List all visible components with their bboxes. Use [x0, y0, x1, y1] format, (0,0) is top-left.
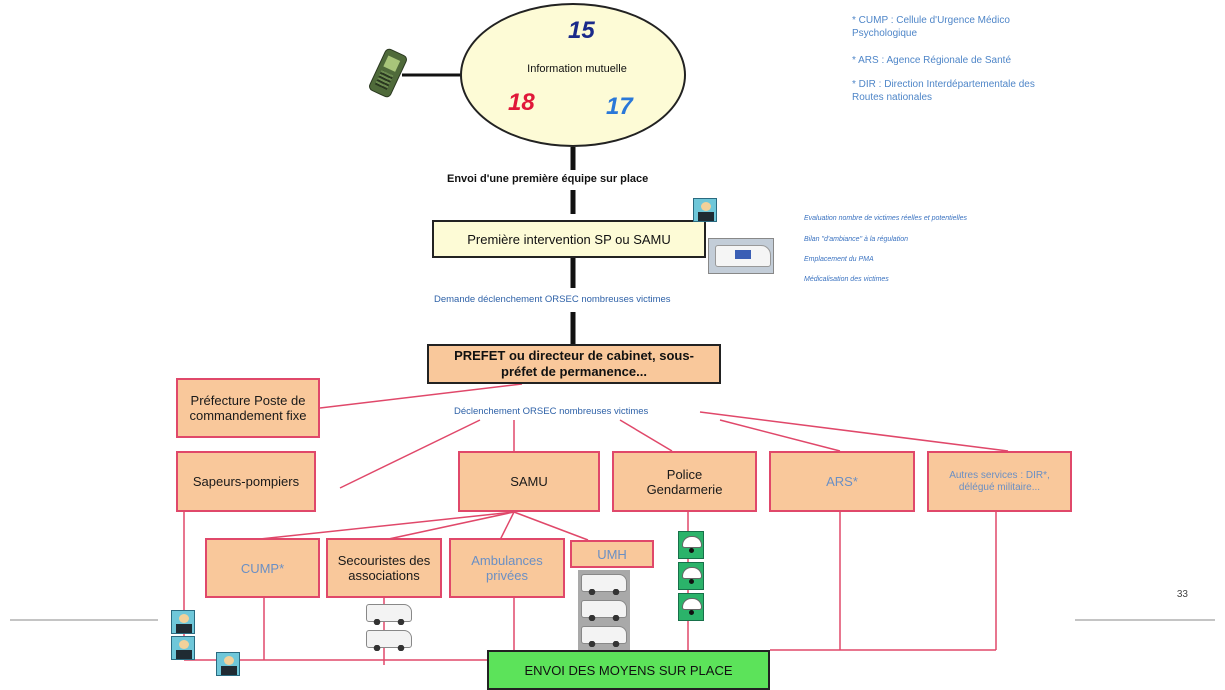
autres-services-box: Autres services : DIR*, délégué militair… — [927, 451, 1072, 512]
information-label: Information mutuelle — [527, 63, 627, 75]
side-note-2: Bilan "d'ambiance" à la régulation — [804, 236, 908, 243]
envoi-moyens-box: ENVOI DES MOYENS SUR PLACE — [487, 650, 770, 690]
sapeurs-pompiers-box: Sapeurs-pompiers — [176, 451, 316, 512]
van-icon-1 — [366, 604, 412, 625]
firefighter-icon-3 — [171, 636, 195, 660]
page-number: 33 — [1176, 589, 1188, 600]
samu-box: SAMU — [458, 451, 600, 512]
police-helmet-icon-1 — [678, 531, 704, 559]
side-note-3: Emplacement du PMA — [804, 256, 874, 263]
firefighter-icon — [693, 198, 717, 222]
information-circle: 15 Information mutuelle 18 17 — [460, 3, 686, 147]
police-helmet-icon-3 — [678, 593, 704, 621]
umh-box: UMH — [570, 540, 654, 568]
number-18: 18 — [508, 89, 535, 116]
cump-box: CUMP* — [205, 538, 320, 598]
prefet-box: PREFET ou directeur de cabinet, sous-pré… — [427, 344, 721, 384]
umh-van-icon-3 — [581, 626, 627, 647]
declenchement-label: Déclenchement ORSEC nombreuses victimes — [454, 406, 649, 417]
ambulance-icon — [708, 238, 774, 274]
note-dir: * DIR : Direction Interdépartementale de… — [852, 79, 1035, 103]
firefighter-icon-2 — [171, 610, 195, 634]
umh-van-icon-2 — [581, 600, 627, 621]
note-ars: * ARS : Agence Régionale de Santé — [852, 55, 1012, 66]
van-icon-2 — [366, 630, 412, 651]
number-17: 17 — [606, 93, 633, 120]
number-15: 15 — [568, 17, 595, 44]
envoi-premiere-label: Envoi d'une première équipe sur place — [447, 173, 649, 185]
side-note-1: Evaluation nombre de victimes réelles et… — [804, 215, 968, 222]
ars-box: ARS* — [769, 451, 915, 512]
police-gendarmerie-box: Police Gendarmerie — [612, 451, 757, 512]
prefecture-box: Préfecture Poste de commandement fixe — [176, 378, 320, 438]
premiere-intervention-box: Première intervention SP ou SAMU — [432, 220, 706, 258]
side-note-4: Médicalisation des victimes — [804, 276, 889, 283]
ambulances-privees-box: Ambulances privées — [449, 538, 565, 598]
secouristes-box: Secouristes des associations — [326, 538, 442, 598]
police-helmet-icon-2 — [678, 562, 704, 590]
note-cump: * CUMP : Cellule d'Urgence Médico Psycho… — [852, 15, 1010, 39]
demande-label: Demande déclenchement ORSEC nombreuses v… — [434, 294, 671, 305]
umh-vehicles-icon — [578, 570, 630, 650]
firefighter-icon-4 — [216, 652, 240, 676]
umh-van-icon-1 — [581, 574, 627, 595]
